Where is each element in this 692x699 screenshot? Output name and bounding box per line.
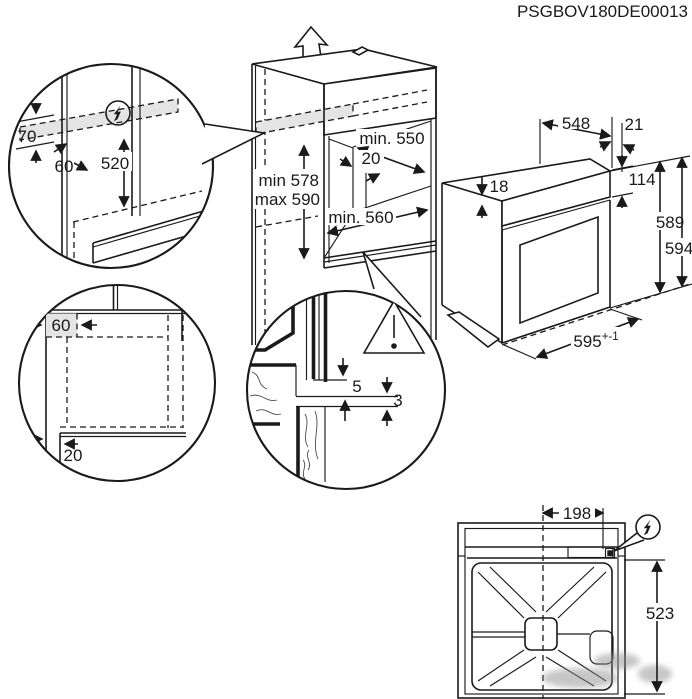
svg-text:594: 594 (665, 239, 692, 258)
dim-20: 20 (339, 149, 384, 211)
drawing-code: PSGBOV180DE00013 (517, 2, 688, 21)
oven-view: 548 21 18 114 589 594 (441, 113, 692, 360)
dim-595: 595+-1 (535, 317, 640, 359)
svg-text:18: 18 (490, 177, 509, 196)
electric-connection-zone (256, 104, 353, 134)
dim-niche-height: min 578 max 590 (254, 144, 320, 260)
svg-text:523: 523 (646, 604, 674, 623)
detail-door-gap: 5 3 (245, 251, 447, 491)
dim-198: 198 (541, 504, 605, 549)
callout-pointer (201, 123, 267, 165)
wall-offset-zone (46, 313, 77, 337)
dim-60-label: 60 (55, 157, 74, 176)
svg-text:21: 21 (625, 115, 644, 134)
dim-594: 594 (661, 156, 692, 288)
svg-text:min 578: min 578 (259, 171, 319, 190)
oven-foot (446, 311, 501, 349)
svg-text:198: 198 (563, 504, 591, 523)
detail-electric-connection: 70 60 520 (7, 62, 267, 270)
dim-560: min. 560 (326, 206, 429, 237)
svg-text:20: 20 (362, 149, 381, 168)
dim-70-label: 70 (18, 127, 37, 146)
dim-21: 21 (598, 115, 644, 155)
dim-114: 114 (611, 155, 658, 208)
oven-top-view: 198 523 (457, 504, 678, 699)
dim-60-label: 60 (52, 316, 71, 335)
oven-control-panel (501, 169, 611, 228)
svg-text:589: 589 (656, 213, 684, 232)
svg-text:114: 114 (628, 170, 655, 189)
dim-550: min. 550 (356, 129, 428, 175)
electric-connection-box (604, 547, 616, 559)
electric-callout (613, 514, 661, 552)
svg-text:min. 550: min. 550 (359, 129, 424, 148)
dim-18: 18 (476, 176, 509, 218)
cabinet-niche-view: min. 550 20 min 578 max 590 min. 560 (251, 25, 438, 345)
detail-front-recess: 60 20 (17, 283, 217, 483)
dim-3-label: 3 (393, 391, 402, 410)
dim-520-label: 520 (101, 154, 129, 173)
svg-text:548: 548 (562, 114, 590, 133)
svg-text:min. 560: min. 560 (328, 208, 393, 227)
oven-door-window (519, 215, 599, 325)
dim-523: 523 (624, 559, 678, 695)
dim-548: 548 (541, 113, 612, 140)
dim-20-label: 20 (64, 446, 83, 465)
dim-5-label: 5 (352, 377, 361, 396)
lightning-bolt-icon (635, 514, 661, 540)
callout-pointer (362, 251, 422, 318)
svg-text:595+-1: 595+-1 (573, 331, 618, 351)
svg-text:max 590: max 590 (255, 190, 320, 209)
warning-triangle-icon (362, 299, 426, 354)
